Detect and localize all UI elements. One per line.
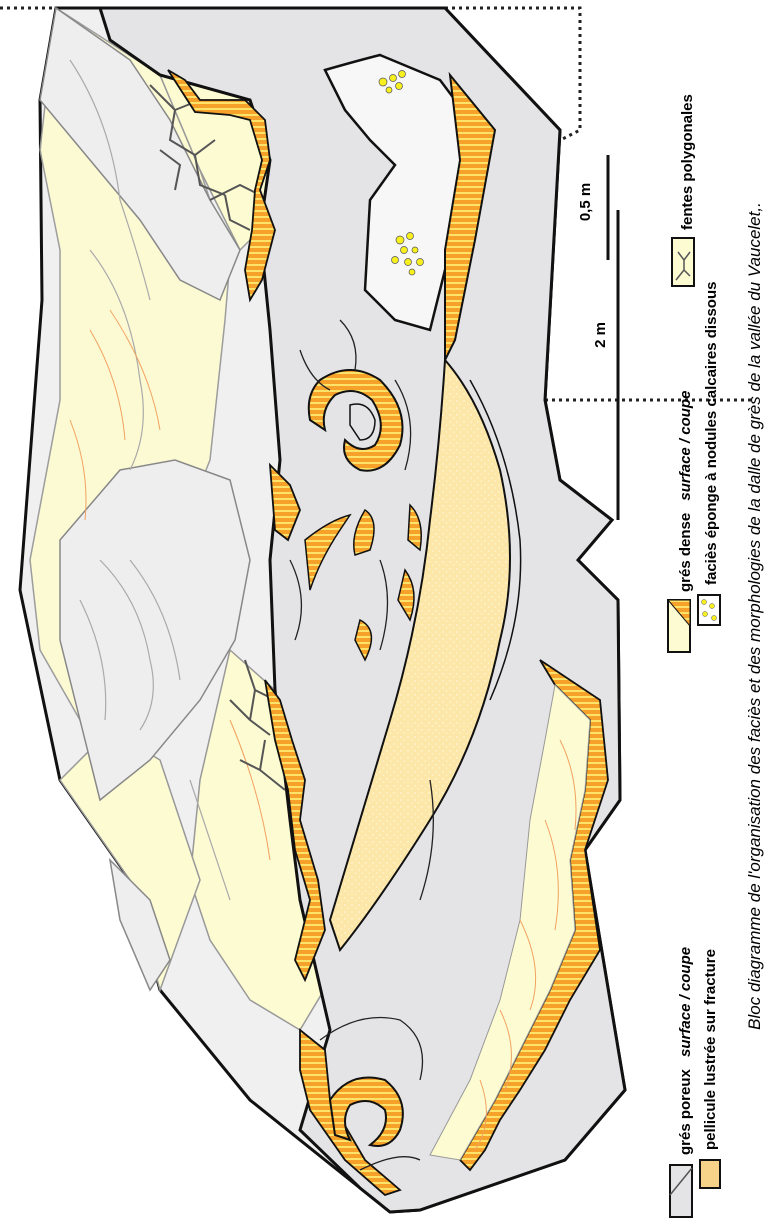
legend-item-fracture-film: pellicule lustrée sur fracture bbox=[699, 949, 721, 1189]
swatch-fracture-film bbox=[699, 1159, 721, 1189]
legend: grés poreux surface / coupe pellicule lu… bbox=[666, 94, 721, 1218]
legend-item-sponge-facies: faciès éponge à nodules calcaires dissou… bbox=[697, 282, 721, 626]
scale-label-small: 0,5 m bbox=[577, 183, 594, 221]
polygonal-cracks bbox=[149, 84, 286, 791]
svg-text:grés dense surface / c: grés dense surface / coupe bbox=[677, 391, 694, 592]
swatch-polygonal-cracks bbox=[671, 237, 695, 287]
scale: 0,5 m 2 m bbox=[577, 155, 620, 520]
legend-label-polygonal-cracks: fentes polygonales bbox=[679, 94, 696, 230]
scale-label-large: 2 m bbox=[592, 322, 609, 348]
figure-caption: Bloc diagramme de l'organisation des fac… bbox=[745, 202, 764, 1030]
legend-label-sponge-facies: faciès éponge à nodules calcaires dissou… bbox=[703, 282, 720, 585]
swirl-structures bbox=[304, 369, 422, 1147]
legend-label-fracture-film: pellicule lustrée sur fracture bbox=[702, 949, 719, 1150]
swatch-sponge-facies bbox=[697, 594, 721, 626]
legend-label-dense-sandstone: grés dense bbox=[677, 513, 694, 592]
legend-item-polygonal-cracks: fentes polygonales bbox=[671, 94, 696, 287]
legend-item-dense-sandstone: grés dense surface / coupe bbox=[666, 391, 694, 653]
legend-label-porous-sandstone: grés poreux bbox=[677, 1068, 694, 1155]
swatch-porous-sandstone bbox=[669, 1164, 693, 1218]
legend-qualifier-porous-sandstone: surface / coupe bbox=[677, 947, 694, 1057]
legend-item-porous-sandstone: grés poreux surface / coupe bbox=[669, 947, 694, 1218]
dense-sandstone-cuts bbox=[167, 69, 609, 1197]
cut-face bbox=[97, 6, 627, 1214]
calcareous-nodules bbox=[378, 70, 424, 276]
svg-text:grés poreux surface /: grés poreux surface / coupe bbox=[677, 947, 694, 1155]
legend-qualifier-dense-sandstone: surface / coupe bbox=[677, 391, 694, 501]
